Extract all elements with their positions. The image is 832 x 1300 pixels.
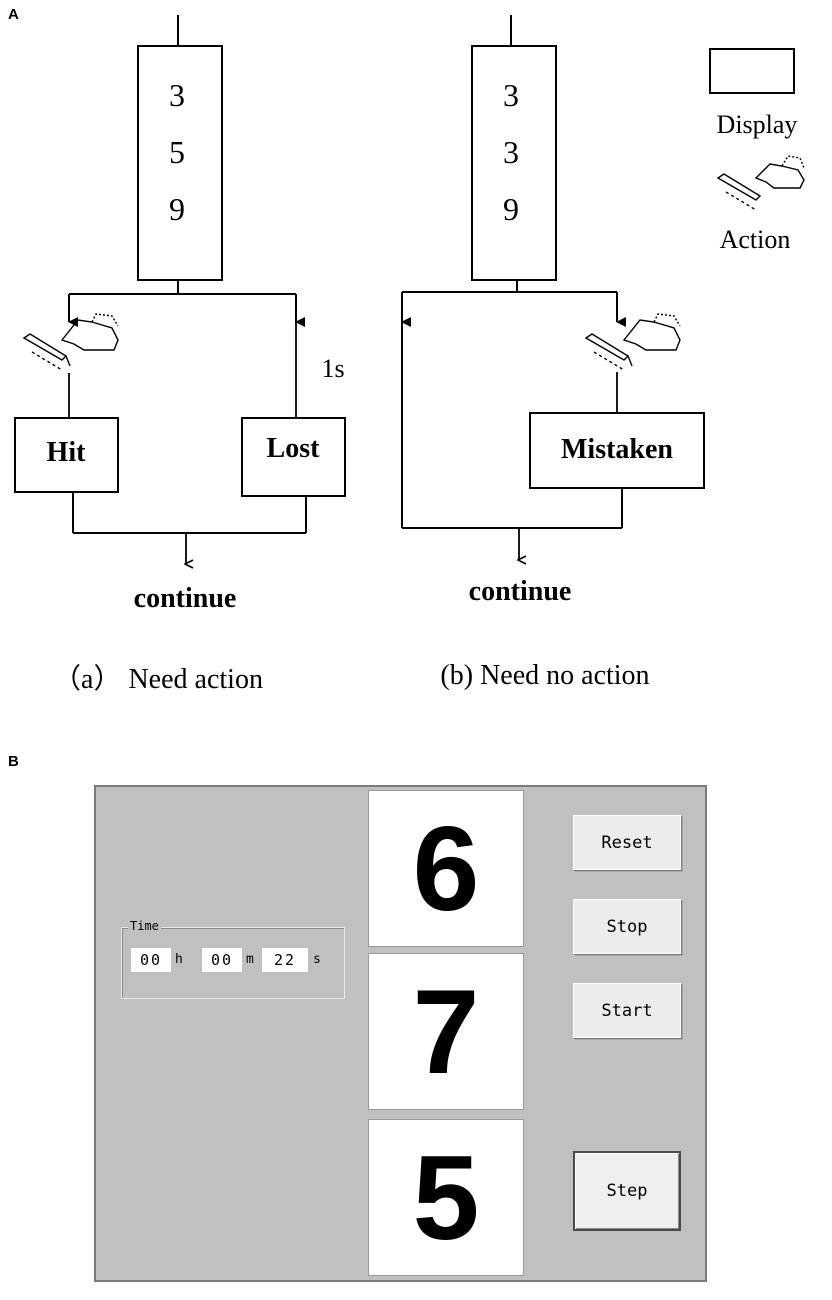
legend-display-label: Display bbox=[717, 110, 798, 139]
flowchart: 3 5 9 1s Hit Lost continue （a） Need acti… bbox=[14, 15, 805, 695]
left-seq-1: 3 bbox=[169, 77, 185, 113]
stop-button[interactable]: Stop bbox=[573, 899, 681, 954]
left-display-box bbox=[137, 45, 223, 281]
legend-display-swatch bbox=[709, 48, 795, 94]
digit-display-1: 6 bbox=[368, 790, 524, 947]
foot-pedal-icon bbox=[22, 313, 119, 371]
right-seq-1: 3 bbox=[503, 77, 519, 113]
seconds-unit: s bbox=[313, 952, 321, 967]
panel-a-letter: A bbox=[8, 6, 19, 23]
hit-label: Hit bbox=[47, 437, 87, 468]
hours-field: 00 bbox=[131, 948, 171, 972]
minutes-unit: m bbox=[246, 952, 254, 967]
reset-button[interactable]: Reset bbox=[573, 815, 681, 870]
mistaken-label: Mistaken bbox=[561, 434, 673, 465]
start-button[interactable]: Start bbox=[573, 983, 681, 1038]
continue-right: continue bbox=[469, 576, 572, 607]
caption-a: （a） Need action bbox=[53, 663, 263, 695]
right-seq-2: 3 bbox=[503, 134, 519, 170]
legend-action-label: Action bbox=[720, 225, 791, 254]
digit-display-3: 5 bbox=[368, 1119, 524, 1276]
mistaken-box bbox=[529, 412, 705, 489]
lost-box bbox=[241, 417, 346, 497]
right-seq-3: 9 bbox=[503, 191, 519, 227]
hit-box bbox=[14, 417, 119, 493]
timer-group: Time 00 h 00 m 22 s bbox=[121, 919, 345, 999]
foot-pedal-icon-right bbox=[584, 313, 681, 371]
timer-label: Time bbox=[128, 919, 161, 933]
minutes-field: 00 bbox=[202, 948, 242, 972]
digit-display-2: 7 bbox=[368, 953, 524, 1110]
lost-label: Lost bbox=[267, 433, 321, 464]
panel-b-letter: B bbox=[8, 753, 19, 770]
seconds-field: 22 bbox=[262, 948, 308, 972]
timeout-label: 1s bbox=[321, 354, 344, 383]
right-display-box bbox=[471, 45, 557, 281]
left-seq-2: 5 bbox=[169, 134, 185, 170]
continue-left: continue bbox=[134, 583, 237, 614]
step-button[interactable]: Step bbox=[573, 1151, 681, 1231]
legend-action-icon bbox=[716, 155, 805, 211]
left-seq-3: 9 bbox=[169, 191, 185, 227]
caption-b: (b) Need no action bbox=[440, 660, 649, 691]
hours-unit: h bbox=[175, 952, 183, 967]
app-window: Time 00 h 00 m 22 s 6 7 5 Reset Stop Sta… bbox=[94, 785, 707, 1282]
